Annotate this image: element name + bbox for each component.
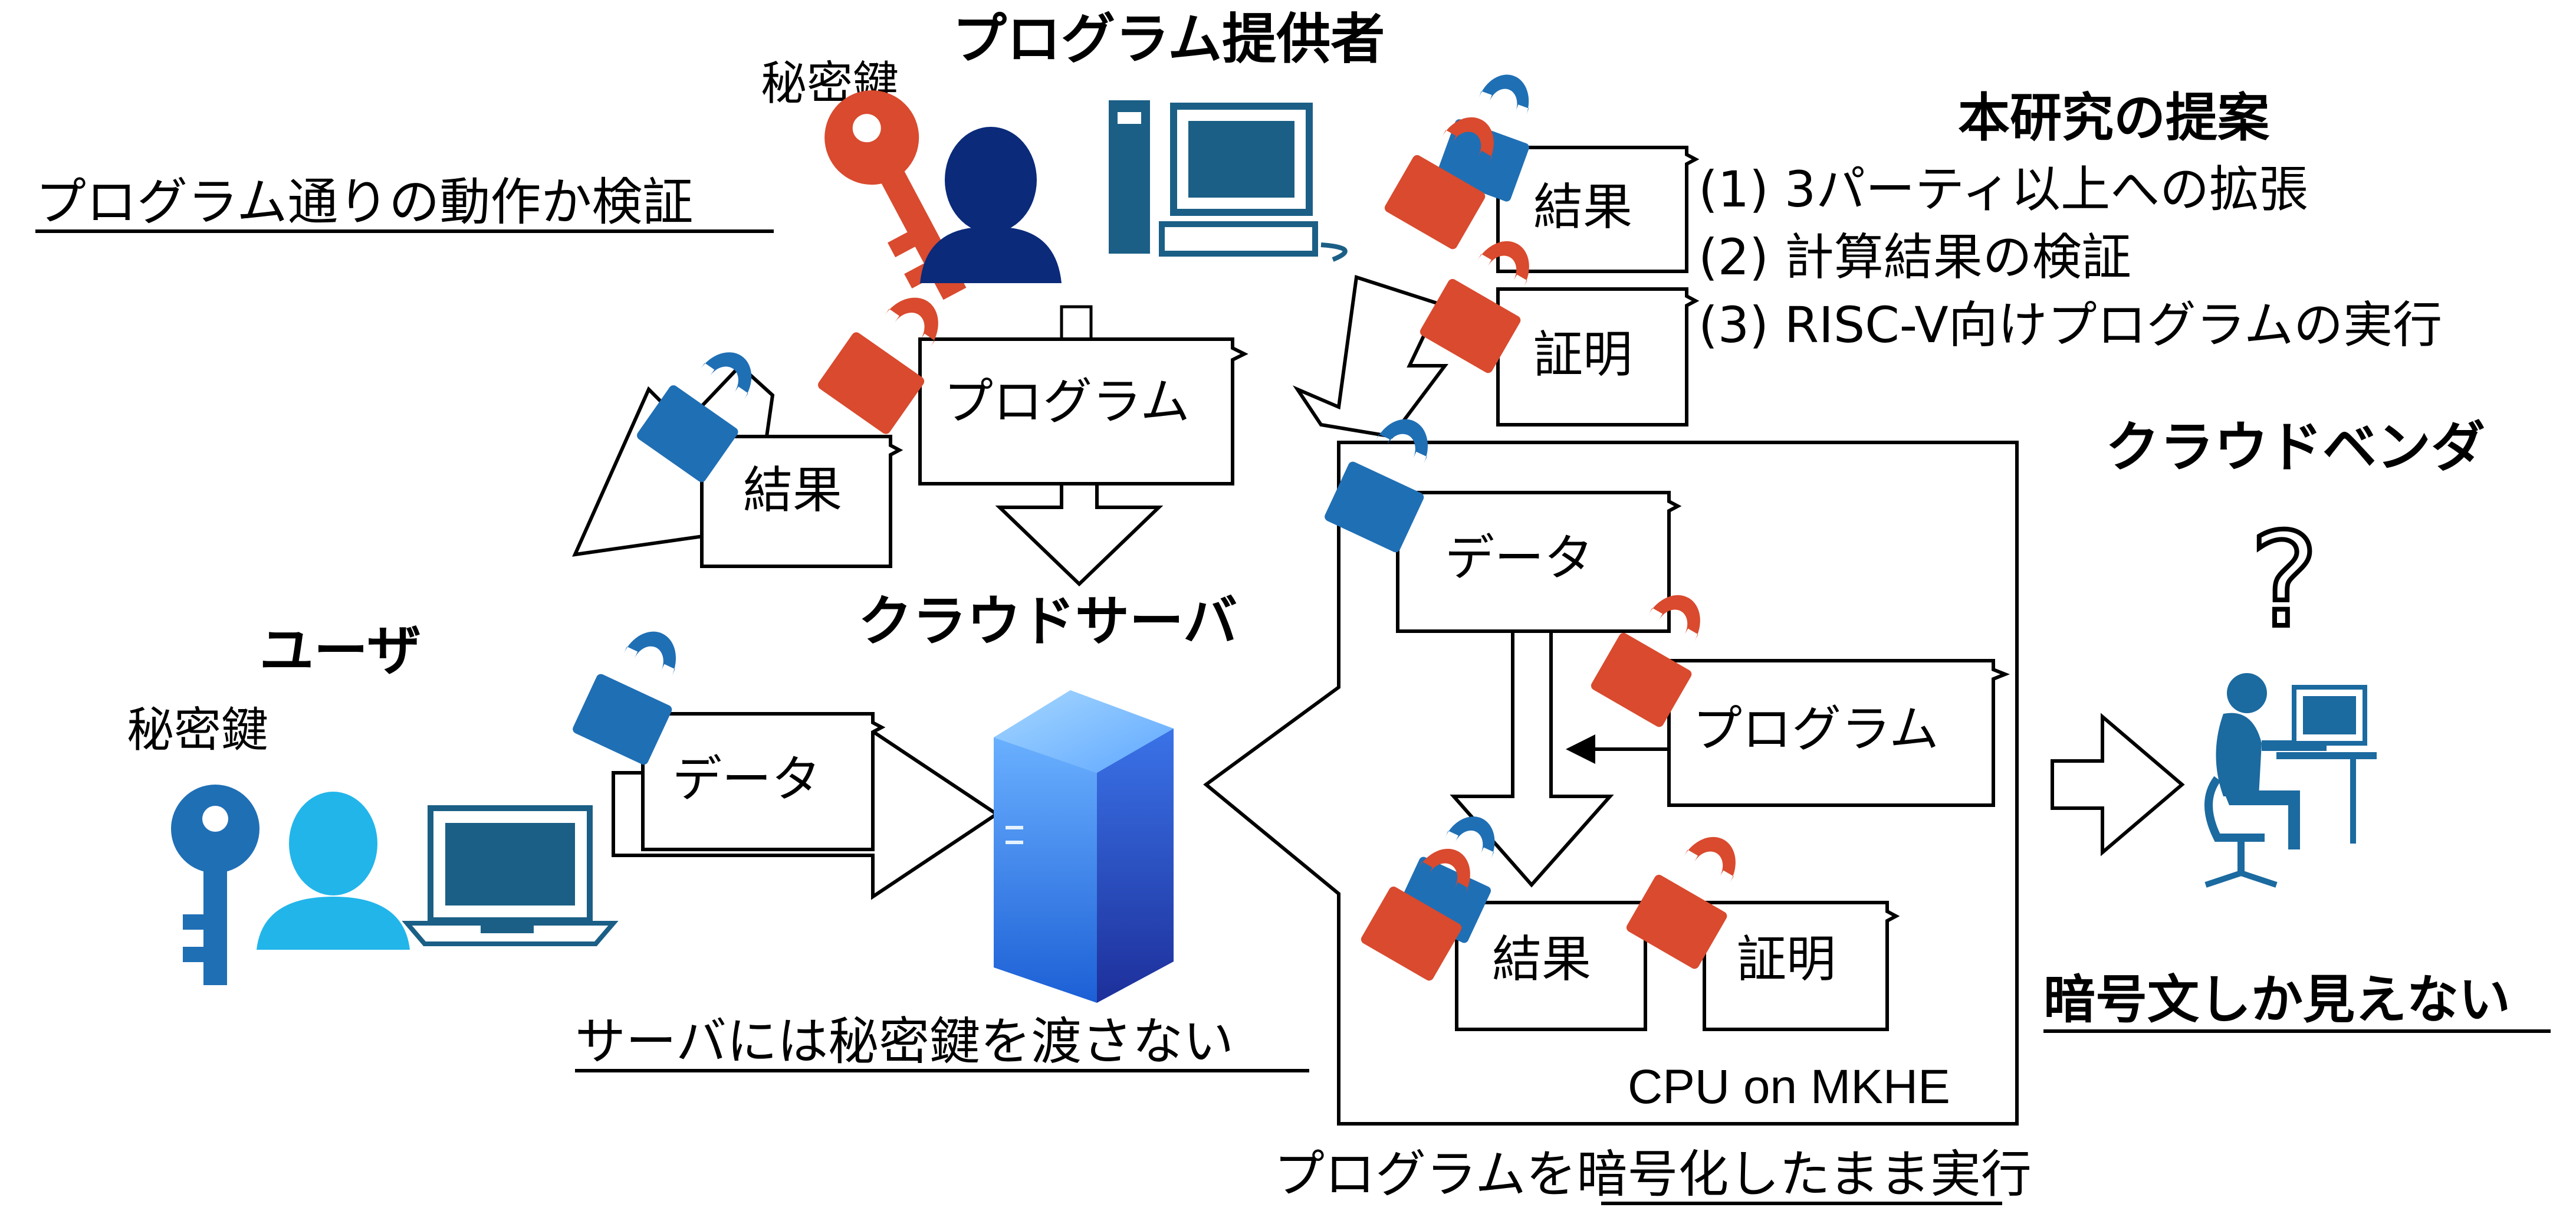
result-document-cpu: 結果 (1455, 901, 1658, 1031)
only-ciphertext-label: 暗号文しか見えない (2043, 969, 2511, 1030)
arrow-program-merge-head (1566, 734, 1595, 764)
user-secret-key-label: 秘密鍵 (127, 703, 268, 757)
server-tower-icon (994, 690, 1174, 1003)
program-top-label: プログラム (944, 373, 1190, 431)
execute-encrypted-post: したまま実行 (1729, 1145, 2031, 1204)
result-left-label: 結果 (743, 461, 842, 519)
data-document-user: データ (641, 712, 886, 851)
arrow-program-to-server (995, 482, 1164, 587)
execute-encrypted-caption: プログラムを暗号化したまま実行 (1274, 1145, 2032, 1204)
proof-document-cpu: 証明 (1703, 901, 1900, 1031)
result-document-top: 結果 (1496, 146, 1700, 273)
arrow-cpu-down (1450, 629, 1614, 888)
result-top-label: 結果 (1533, 178, 1632, 236)
proposal-item-1: (1) 3パーティ以上への拡張 (1698, 160, 2308, 218)
no-key-to-server-label: サーバには秘密鍵を渡さない (575, 1012, 1234, 1071)
result-document-left: 結果 (700, 435, 903, 568)
provider-person-icon (920, 127, 1062, 283)
question-mark-icon: ? (2250, 505, 2319, 656)
proof-cpu-label: 証明 (1737, 930, 1836, 988)
verify-program-label: プログラム通りの動作か検証 (35, 173, 693, 232)
data-cpu-label: データ (1445, 529, 1593, 587)
proposal-title: 本研究の提案 (1958, 87, 2270, 148)
program-provider-title: プログラム提供者 (952, 8, 1385, 71)
program-document-top: プログラム (918, 305, 1248, 485)
execute-encrypted-pre: プログラムを (1274, 1145, 1576, 1204)
result-cpu-label: 結果 (1492, 930, 1591, 988)
program-cpu-label: プログラム (1693, 700, 1938, 758)
proof-top-label: 証明 (1533, 326, 1632, 383)
arrow-server-to-provider (1292, 275, 1448, 439)
user-person-icon (257, 792, 410, 950)
proof-document-top: 証明 (1496, 287, 1700, 427)
provider-computer-icon (1109, 100, 1348, 262)
proposal-item-3: (3) RISC-V向けプログラムの実行 (1698, 296, 2442, 354)
arrow-to-vendor (2051, 713, 2185, 857)
execute-encrypted-underlined: 暗号化 (1576, 1145, 1729, 1204)
data-document-cpu: データ (1396, 491, 1682, 633)
program-document-cpu: プログラム (1667, 659, 2010, 807)
vendor-worker-icon (2204, 673, 2377, 888)
proposal-item-2: (2) 計算結果の検証 (1698, 228, 2131, 286)
cloud-server-title: クラウドサーバ (858, 590, 1237, 653)
user-laptop-icon (402, 805, 619, 946)
data-user-label: データ (672, 750, 821, 808)
cloud-vendor-title: クラウドベンダ (2105, 416, 2485, 479)
cpu-on-mkhe-label: CPU on MKHE (1628, 1060, 1950, 1114)
user-title: ユーザ (259, 619, 421, 683)
user-key-icon (171, 785, 259, 985)
